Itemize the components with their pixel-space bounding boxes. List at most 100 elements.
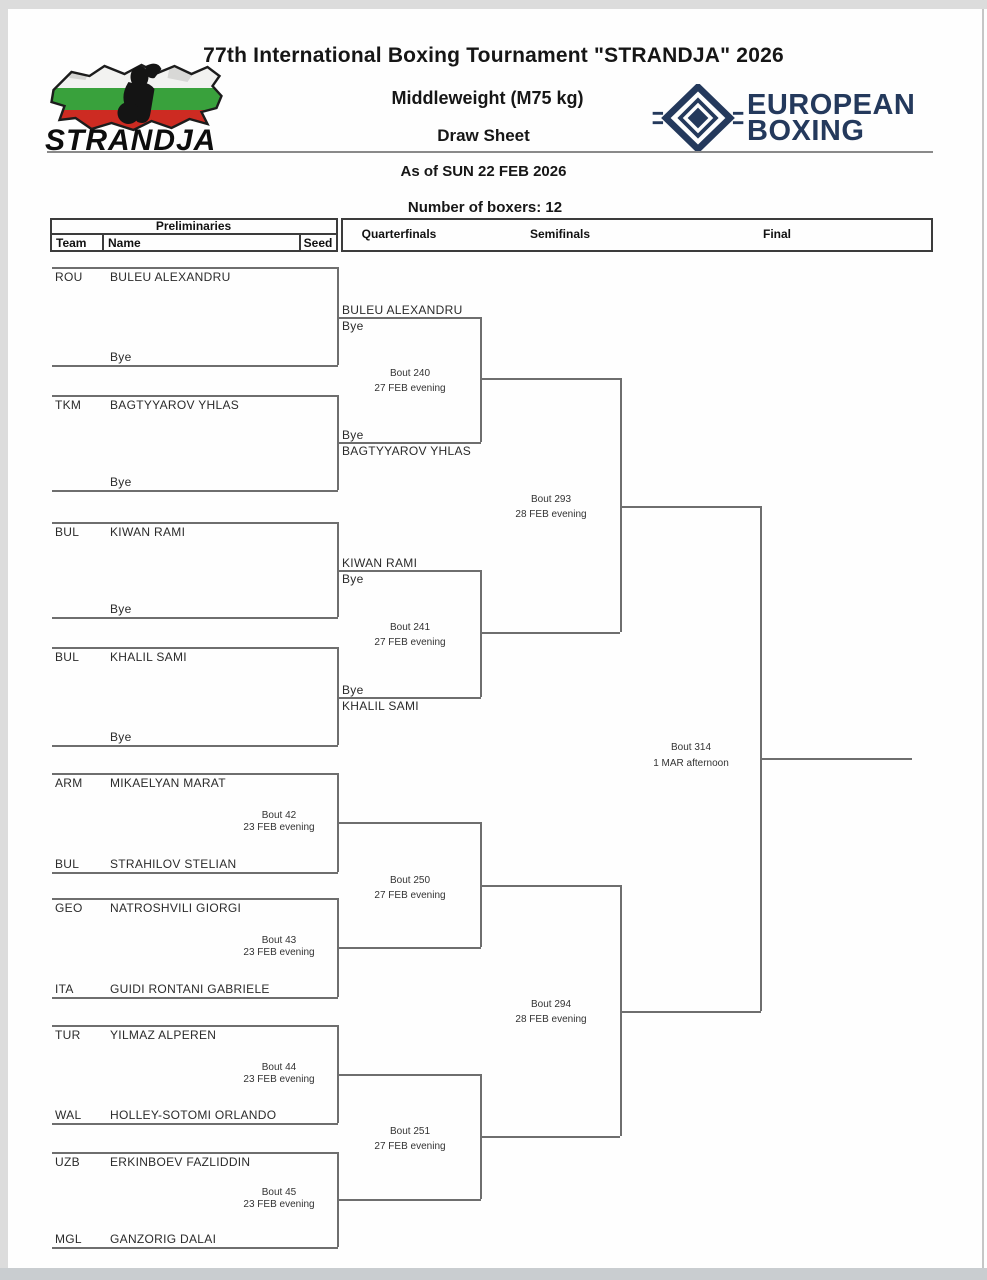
prelim-boxer-name: BAGTYYAROV YHLAS — [110, 398, 240, 412]
prelim-team-code: GEO — [55, 901, 83, 915]
quarterfinal-bout-info: Bout 250 27 FEB evening — [344, 873, 476, 903]
qf-winner-name: KIWAN RAMI — [342, 556, 418, 570]
as-of-date: As of SUN 22 FEB 2026 — [400, 163, 567, 180]
table-border-line — [299, 233, 301, 251]
prelim-boxer-name: YILMAZ ALPEREN — [110, 1028, 217, 1042]
bracket-line — [480, 378, 620, 380]
bout-number: Bout 42 — [261, 810, 297, 821]
strandja-logo: STRANDJA — [45, 62, 260, 162]
scan-edge-bottom — [0, 1268, 987, 1280]
scan-edge-top — [0, 0, 987, 9]
qf-bye-label: Bye — [342, 572, 364, 586]
semifinal-bout-info: Bout 293 28 FEB evening — [485, 492, 617, 522]
bracket-line — [480, 885, 620, 887]
table-border-line — [50, 233, 338, 235]
column-header-quarterfinals: Quarterfinals — [361, 227, 437, 241]
quarterfinal-bout-info: Bout 240 27 FEB evening — [344, 366, 476, 396]
table-border-line — [341, 218, 933, 220]
bracket-line — [52, 1123, 338, 1125]
prelim-team-code: ARM — [55, 776, 83, 790]
bracket-line — [52, 898, 338, 900]
bracket-line — [620, 378, 622, 632]
bout-number: Bout 44 — [261, 1062, 297, 1073]
prelim-team-code: ROU — [55, 270, 83, 284]
european-boxing-word-1: EUROPEAN — [747, 89, 916, 121]
bracket-line — [52, 647, 338, 649]
tournament-title: 77th International Boxing Tournament "ST… — [203, 44, 784, 67]
bracket-line — [52, 872, 338, 874]
column-header-seed: Seed — [303, 236, 333, 250]
bracket-line — [337, 1074, 481, 1076]
qf-winner-name: KHALIL SAMI — [342, 699, 419, 713]
table-border-line — [931, 218, 933, 251]
bracket-line — [52, 365, 338, 367]
quarterfinal-bout-info: Bout 241 27 FEB evening — [344, 620, 476, 650]
qf-bye-label: Bye — [342, 428, 364, 442]
bracket-line — [52, 490, 338, 492]
prelim-boxer-name: KHALIL SAMI — [110, 650, 187, 664]
bracket-line — [52, 1247, 338, 1249]
prelim-bout-info: Bout 43 23 FEB evening — [213, 935, 345, 959]
prelim-team-code: MGL — [55, 1232, 82, 1246]
prelim-boxer-name: GANZORIG DALAI — [110, 1232, 217, 1246]
bracket-line — [52, 267, 338, 269]
prelim-boxer-name: GUIDI RONTANI GABRIELE — [110, 982, 270, 996]
bout-number: Bout 314 — [670, 742, 712, 753]
prelim-boxer-name: HOLLEY-SOTOMI ORLANDO — [110, 1108, 277, 1122]
prelim-boxer-name: BULEU ALEXANDRU — [110, 270, 231, 284]
bracket-line — [337, 822, 481, 824]
prelim-boxer-name: NATROSHVILI GIORGI — [110, 901, 242, 915]
prelim-boxer-name: MIKAELYAN MARAT — [110, 776, 226, 790]
bracket-line — [337, 647, 339, 745]
european-boxing-diamond-icon — [652, 84, 744, 152]
prelim-team-code: BUL — [55, 650, 80, 664]
bracket-line — [52, 1152, 338, 1154]
bracket-line — [337, 947, 481, 949]
prelim-bout-info: Bout 42 23 FEB evening — [213, 810, 345, 834]
prelim-bye-label: Bye — [110, 730, 132, 744]
prelim-team-code: WAL — [55, 1108, 82, 1122]
prelim-team-code: UZB — [55, 1155, 80, 1169]
prelim-boxer-name: ERKINBOEV FAZLIDDIN — [110, 1155, 251, 1169]
column-header-semifinals: Semifinals — [529, 227, 591, 241]
bout-number: Bout 294 — [530, 999, 572, 1010]
prelim-team-code: TKM — [55, 398, 82, 412]
bracket-line — [480, 1136, 620, 1138]
bracket-line — [52, 395, 338, 397]
semifinal-bout-info: Bout 294 28 FEB evening — [485, 997, 617, 1027]
bout-schedule: 27 FEB evening — [374, 1141, 446, 1152]
bracket-line — [337, 267, 339, 365]
final-bout-info: Bout 314 1 MAR afternoon — [625, 740, 757, 772]
prelim-team-code: TUR — [55, 1028, 81, 1042]
prelim-bye-label: Bye — [110, 602, 132, 616]
bracket-line — [480, 632, 620, 634]
european-boxing-logo: EUROPEAN BOXING — [650, 84, 935, 152]
bracket-line — [337, 570, 481, 572]
prelim-bout-info: Bout 44 23 FEB evening — [213, 1062, 345, 1086]
bracket-line — [52, 522, 338, 524]
scan-edge-left — [0, 0, 8, 1280]
qf-winner-name: BAGTYYAROV YHLAS — [342, 444, 472, 458]
boxer-count: Number of boxers: 12 — [407, 199, 563, 216]
prelim-team-code: BUL — [55, 857, 80, 871]
prelim-boxer-name: KIWAN RAMI — [110, 525, 186, 539]
bout-schedule: 28 FEB evening — [515, 509, 587, 520]
bracket-line — [620, 885, 622, 1136]
table-border-line — [341, 218, 343, 252]
table-border-line — [102, 233, 104, 251]
bout-number: Bout 251 — [389, 1126, 431, 1137]
bracket-line — [480, 822, 482, 947]
bracket-line — [337, 1199, 481, 1201]
prelim-bye-label: Bye — [110, 475, 132, 489]
prelim-boxer-name: STRAHILOV STELIAN — [110, 857, 237, 871]
bout-number: Bout 43 — [261, 935, 297, 946]
bout-schedule: 27 FEB evening — [374, 890, 446, 901]
european-boxing-word-2: BOXING — [747, 115, 865, 147]
bout-number: Bout 250 — [389, 875, 431, 886]
prelim-bout-info: Bout 45 23 FEB evening — [213, 1187, 345, 1211]
prelim-team-code: BUL — [55, 525, 80, 539]
bracket-line — [52, 1025, 338, 1027]
bracket-line — [52, 617, 338, 619]
header-divider — [47, 151, 933, 153]
